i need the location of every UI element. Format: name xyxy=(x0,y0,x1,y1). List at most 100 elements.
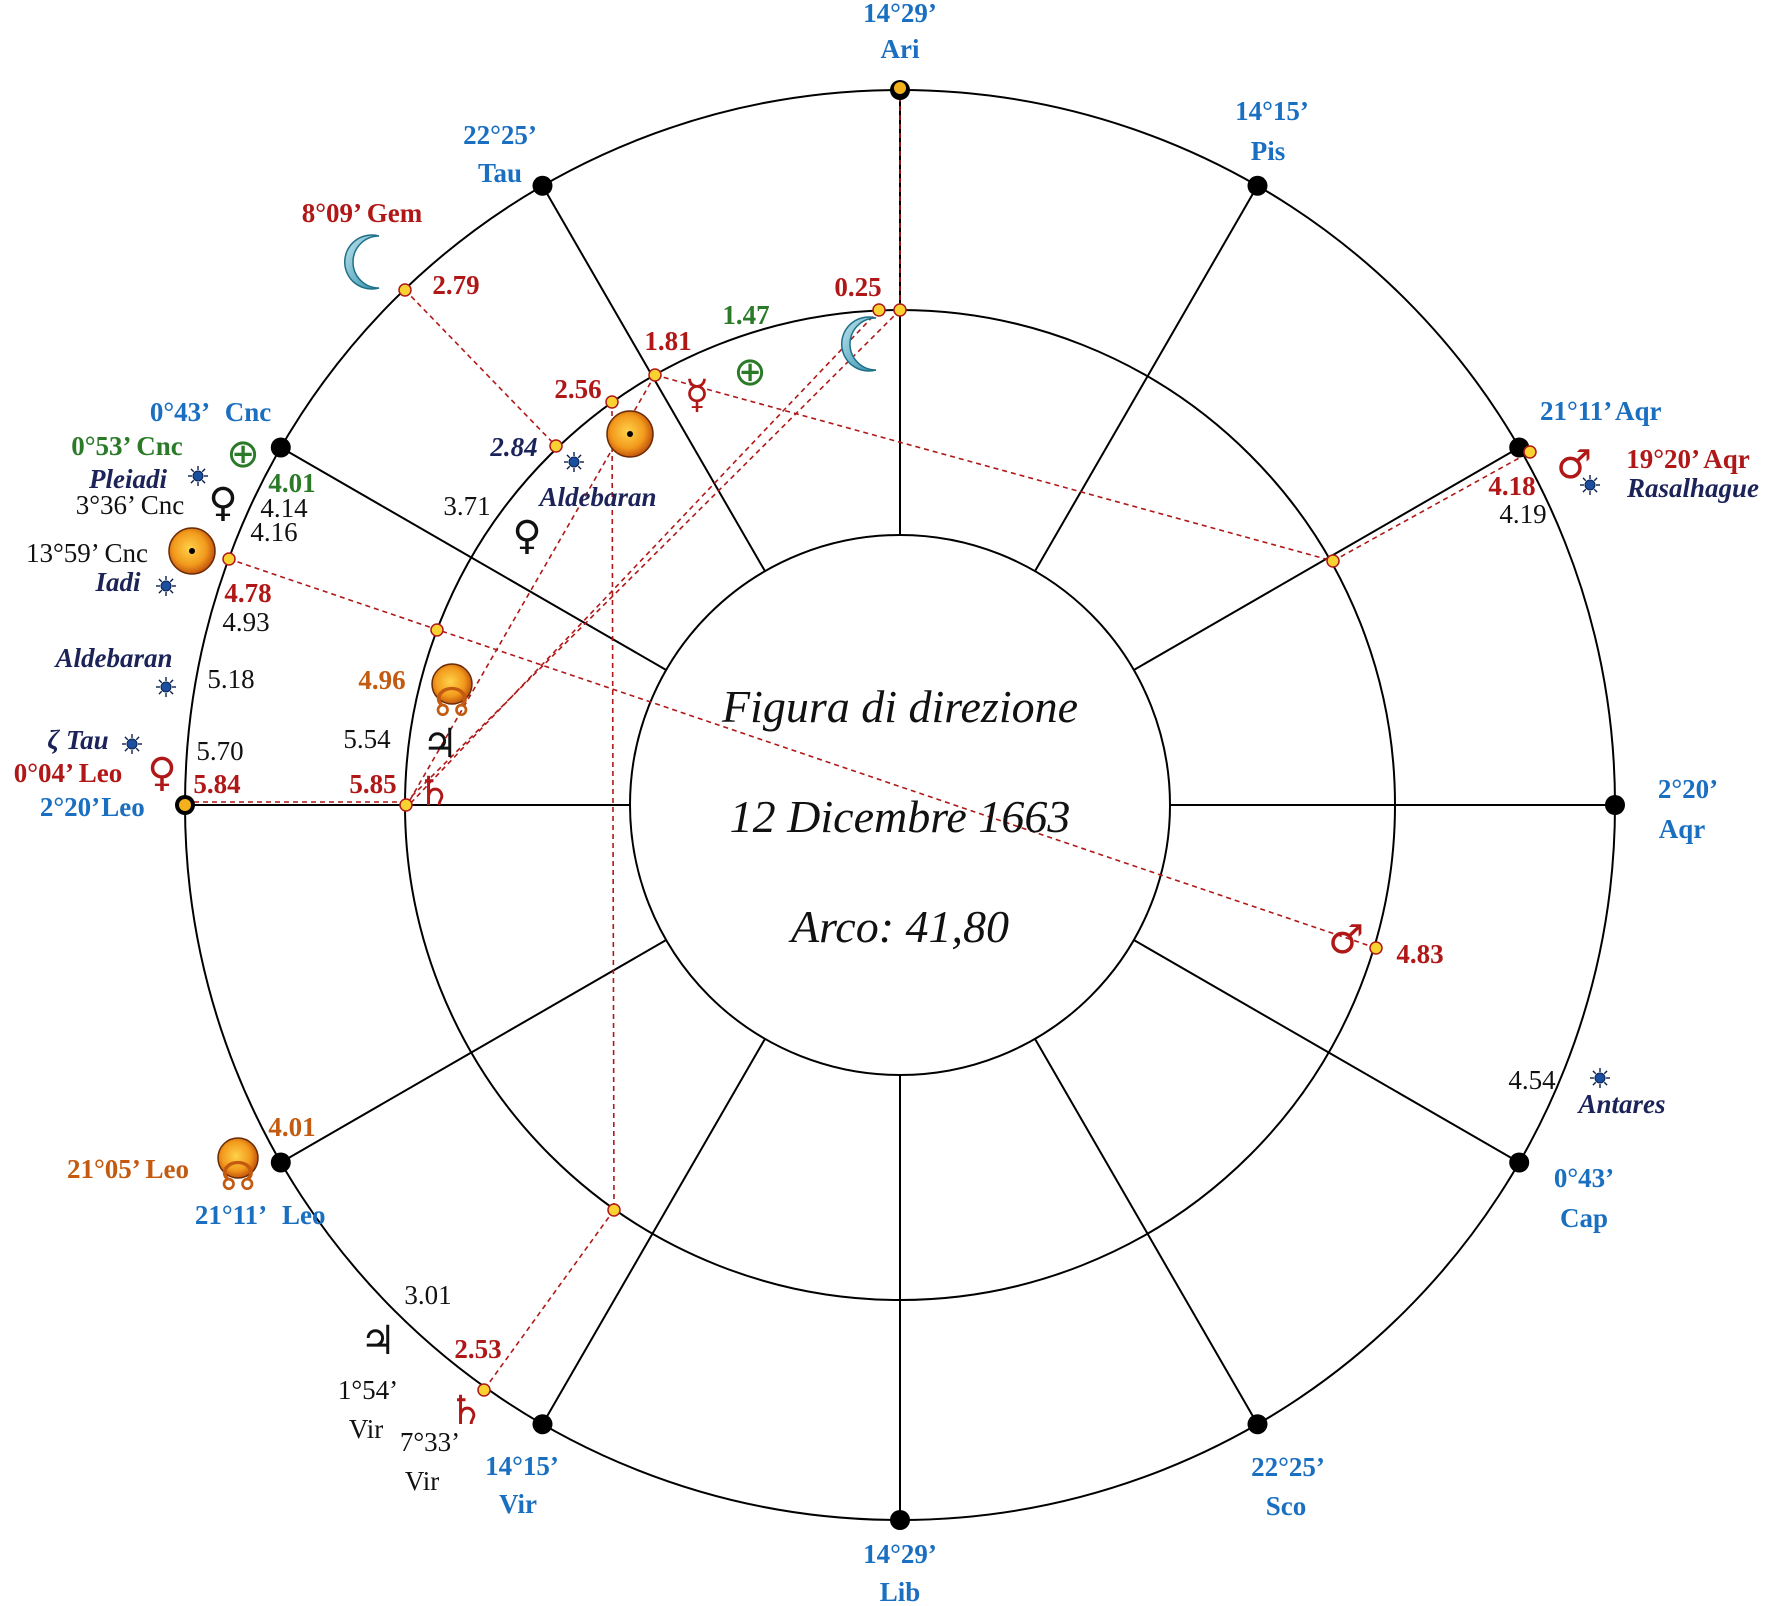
direction-point-icon xyxy=(399,798,413,812)
node-icon: ☊ xyxy=(220,1154,256,1200)
cusp-label-deg: 14°29’ xyxy=(863,0,937,28)
house-spoke-outer xyxy=(1146,1233,1259,1425)
venus-icon: ♀ xyxy=(147,750,176,796)
arc-value: 4.93 xyxy=(222,607,269,637)
cusp-marker xyxy=(270,437,291,458)
star-ray xyxy=(1593,477,1598,482)
cusp-marker xyxy=(532,1414,553,1435)
direction-point-icon xyxy=(607,1203,621,1217)
cusp-label-sign: Cnc xyxy=(225,397,272,427)
star-core xyxy=(160,580,172,592)
cusp-marker xyxy=(270,1152,291,1173)
star-ray xyxy=(201,479,206,484)
house-spoke-outer xyxy=(1328,446,1520,559)
star-ray xyxy=(1592,1081,1597,1086)
house-spoke-inner xyxy=(651,375,766,572)
direction-line-jupiter xyxy=(405,309,880,809)
fortuna-icon: ⊕ xyxy=(733,349,767,395)
star-ray xyxy=(124,747,129,752)
star-core xyxy=(160,681,172,693)
direction-line-saturn-vir xyxy=(483,1209,615,1391)
star-ray xyxy=(1603,1070,1608,1075)
star-ray xyxy=(566,465,571,470)
arc-value: 4.01 xyxy=(268,1112,315,1142)
sun-disc-icon xyxy=(606,410,654,458)
star-ray xyxy=(169,589,174,594)
star-ray xyxy=(566,454,571,459)
position-jupiter-vir-sign: Vir xyxy=(349,1414,383,1444)
cusp-label-deg: 14°29’ xyxy=(863,1539,937,1569)
house-spoke-inner xyxy=(470,939,667,1054)
star-core xyxy=(1584,479,1596,491)
arc-value: 4.16 xyxy=(250,517,297,547)
direction-point-icon xyxy=(398,283,412,297)
cusp-labels: 14°29’ Ari 14°15’ Pis 21°11’ Aqr 2°20’ A… xyxy=(40,0,1718,1606)
direction-point-icon xyxy=(872,303,886,317)
arc-value: 1.81 xyxy=(644,326,691,356)
direction-point-icon xyxy=(1369,941,1383,955)
star-label-pleiadi: Pleiadi xyxy=(88,464,167,494)
position-saturn-vir: 7°33’ xyxy=(400,1427,460,1457)
star-ray xyxy=(169,578,174,583)
arc-value: 4.14 xyxy=(260,493,308,523)
cusp-marker xyxy=(1247,175,1268,196)
star-ray xyxy=(158,690,163,695)
moon-crescent-icon xyxy=(344,234,380,290)
mercury-icon: ☿ xyxy=(685,372,710,418)
cusp-label-sign: Lib xyxy=(880,1577,921,1606)
star-ray xyxy=(124,736,129,741)
direction-point-icon xyxy=(893,303,907,317)
cusp-marker-highlight xyxy=(894,82,906,94)
star-ray xyxy=(190,468,195,473)
fixed-star-icon xyxy=(156,576,176,596)
fixed-star-icon xyxy=(188,466,208,486)
star-ray xyxy=(1593,488,1598,493)
cusp-label-sign: Leo xyxy=(282,1200,326,1230)
house-spokes-inner xyxy=(405,310,1395,1300)
star-label-zeta-tau: ζ Tau xyxy=(47,725,108,755)
position-fortuna-cnc: 0°53’ Cnc xyxy=(71,431,183,461)
star-core xyxy=(1594,1072,1606,1084)
sun-disc-icon xyxy=(431,663,473,705)
cusp-label-deg: 14°15’ xyxy=(1235,96,1309,126)
direction-point-icon xyxy=(605,395,619,409)
arc-value: 5.54 xyxy=(343,724,391,754)
cusp-markers xyxy=(175,80,1625,1530)
node-icon: ☊ xyxy=(434,680,470,726)
direction-point-icon xyxy=(222,552,236,566)
fixed-star-icon xyxy=(122,734,142,754)
star-core xyxy=(568,456,580,468)
position-venus-leo: 0°04’ Leo xyxy=(14,758,123,788)
cusp-marker xyxy=(890,1510,910,1530)
house-spoke-inner xyxy=(470,556,667,671)
direction-point-icon xyxy=(477,1383,491,1397)
moon-crescent-icon xyxy=(841,316,877,372)
star-ray xyxy=(158,589,163,594)
cusp-label-sign: Cap xyxy=(1560,1203,1608,1233)
cusp-label-deg: 2°20’ xyxy=(1658,774,1718,804)
star-ray xyxy=(1592,1070,1597,1075)
jupiter-icon: ♃ xyxy=(422,721,458,767)
arc-value: 5.85 xyxy=(349,769,396,799)
star-label-rasalhague: Rasalhague xyxy=(1626,473,1759,503)
cusp-marker xyxy=(1247,1414,1268,1435)
house-spoke-inner xyxy=(1133,939,1330,1054)
arc-value: 4.18 xyxy=(1488,471,1535,501)
direction-point-icon xyxy=(648,368,662,382)
arc-value: 2.53 xyxy=(454,1334,501,1364)
house-spoke-inner xyxy=(1034,1038,1149,1235)
fortuna-icon: ⊕ xyxy=(226,431,260,477)
star-ray xyxy=(135,736,140,741)
house-spoke-outer xyxy=(541,1233,654,1425)
direction-points xyxy=(222,283,1537,1397)
arc-value: 5.18 xyxy=(207,664,254,694)
direction-line-iadi xyxy=(228,558,1377,949)
direction-point-icon xyxy=(430,623,444,637)
chart-title: Figura di direzione xyxy=(721,681,1078,732)
star-core xyxy=(192,470,204,482)
star-ray xyxy=(169,690,174,695)
fixed-star-icon xyxy=(1590,1068,1610,1088)
saturn-icon: ♄ xyxy=(448,1388,484,1434)
mars-icon: ♂ xyxy=(1328,917,1364,963)
star-ray xyxy=(1603,1081,1608,1086)
